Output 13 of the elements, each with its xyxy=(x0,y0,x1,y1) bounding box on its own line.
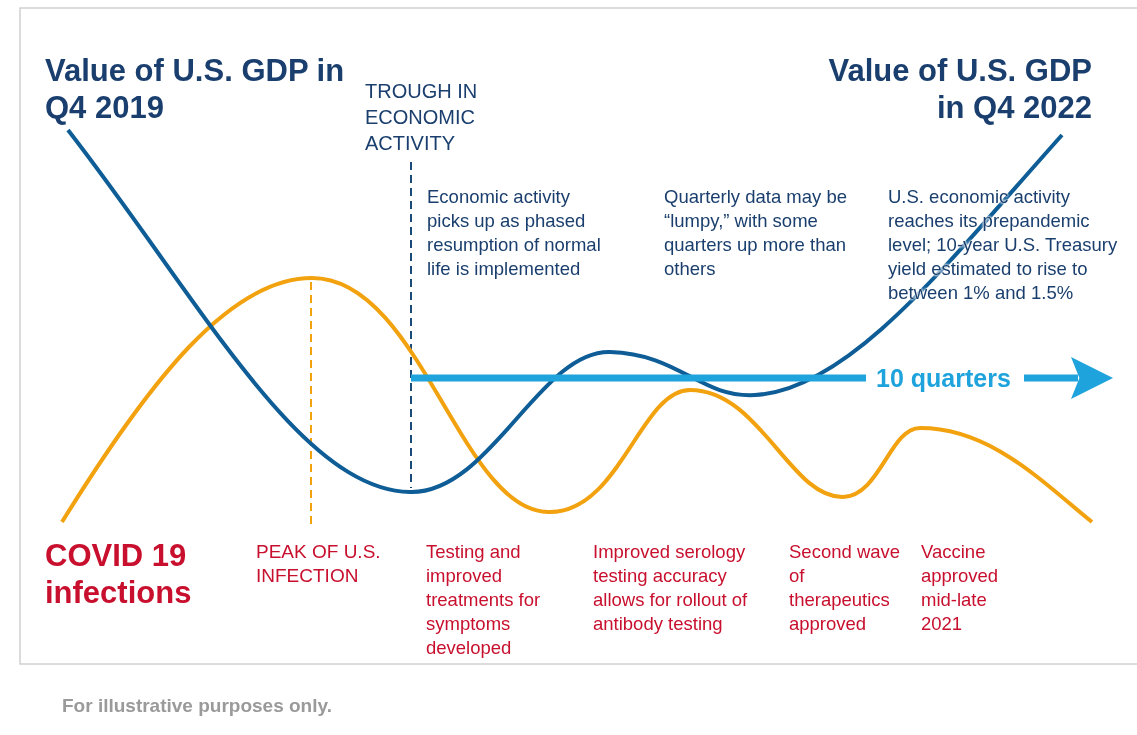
annotation-text: Economic activity picks up as phased resumption of normal life is implemented xyxy=(427,185,602,281)
series-title: Value of U.S. GDP in Q4 2019 xyxy=(45,52,345,126)
annotation-text: Vaccine approved mid-late 2021 xyxy=(921,540,1000,636)
duration-label: 10 quarters xyxy=(876,363,1012,393)
annotation-text: Testing and improved treatments for symptoms developed xyxy=(426,540,542,660)
annotation-heading: PEAK OF U.S. INFECTION xyxy=(256,540,382,588)
annotation-text: Quarterly data may be “lumpy,” with some quarters up more than others xyxy=(664,185,849,281)
series-title: COVID 19 infections xyxy=(45,537,193,611)
source-note: For illustrative purposes only. xyxy=(62,694,332,718)
annotation-text: Second wave of therapeutics approved xyxy=(789,540,902,636)
series-title: Value of U.S. GDP in Q4 2022 xyxy=(827,52,1092,126)
annotation-heading: TROUGH IN ECONOMIC ACTIVITY xyxy=(365,79,479,156)
annotation-text: Improved serology testing accuracy allows for rollout of antibody testing xyxy=(593,540,749,636)
